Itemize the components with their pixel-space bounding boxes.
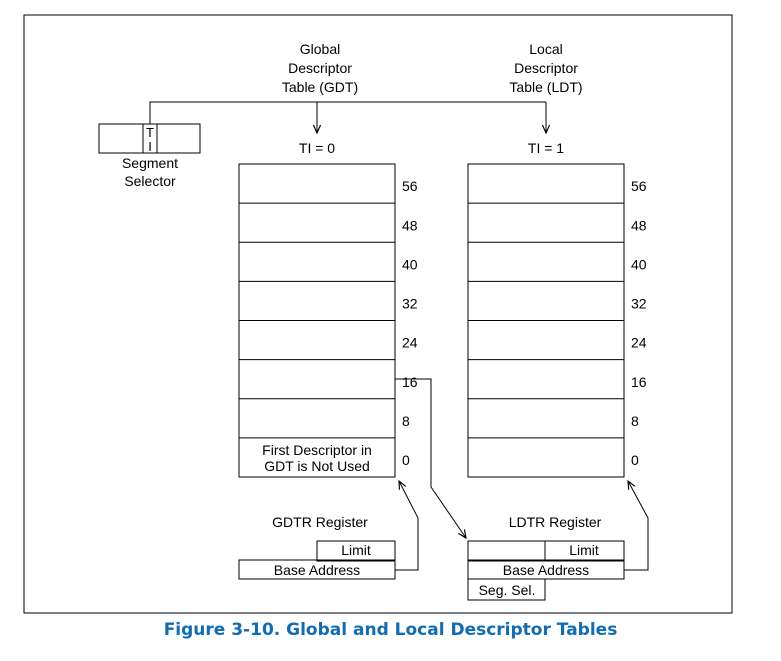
- ldt-offset-label: 8: [631, 413, 639, 429]
- segment-selector-box: T I: [98, 123, 201, 154]
- gdtr-title: GDTR Register: [272, 514, 368, 530]
- ti-zero-label: TI = 0: [299, 140, 335, 156]
- svg-text:Descriptor: Descriptor: [514, 60, 578, 76]
- gdt-offset-label: 16: [402, 374, 418, 390]
- svg-text:Local: Local: [529, 41, 562, 57]
- ldt-descriptor-arrow: [395, 378, 466, 538]
- svg-text:First Descriptor in: First Descriptor in: [262, 442, 372, 458]
- ldt-offset-label: 24: [631, 335, 647, 351]
- ldtr-base-label: Base Address: [503, 562, 589, 578]
- ldt-offset-label: 56: [631, 178, 647, 194]
- svg-text:Table (LDT): Table (LDT): [509, 79, 582, 95]
- svg-text:Global: Global: [300, 41, 340, 57]
- figure-frame: [23, 14, 733, 614]
- ldtr-base-arrow: [624, 481, 649, 571]
- svg-text:GDT is Not Used: GDT is Not Used: [264, 458, 370, 474]
- first-descriptor-note: First Descriptor in GDT is Not Used: [262, 442, 372, 474]
- ldt-row-dividers: [468, 202, 624, 439]
- svg-text:Descriptor: Descriptor: [288, 60, 352, 76]
- ldt-offset-label: 40: [631, 256, 647, 272]
- ldt-table: 56 48 40 32 24 16 8 0: [467, 163, 647, 478]
- ldt-offset-label: 32: [631, 296, 647, 312]
- ldtr-limit-label: Limit: [569, 542, 599, 558]
- gdt-offset-label: 8: [402, 413, 410, 429]
- ti-one-label: TI = 1: [528, 140, 564, 156]
- selector-connector-line: [149, 101, 546, 124]
- gdt-table: 56 48 40 32 24 16 8 0: [238, 163, 418, 478]
- gdtr-limit-label: Limit: [341, 542, 371, 558]
- ldt-title: Local Descriptor Table (LDT): [509, 41, 582, 95]
- gdt-offset-label: 24: [402, 335, 418, 351]
- ldtr-register: Limit Base Address Seg. Sel.: [467, 540, 625, 601]
- ti-bit-t: T: [146, 125, 154, 140]
- gdt-row-dividers: [239, 202, 395, 439]
- ti-bit-i: I: [148, 139, 152, 154]
- gdt-offset-label: 40: [402, 256, 418, 272]
- segment-selector-label: Segment Selector: [122, 155, 178, 189]
- gdtr-register: Limit Base Address: [238, 540, 396, 580]
- svg-text:Segment: Segment: [122, 155, 178, 171]
- gdt-offset-label: 0: [402, 452, 410, 468]
- ldt-offset-label: 48: [631, 217, 647, 233]
- ldt-offset-label: 0: [631, 452, 639, 468]
- ldtr-title: LDTR Register: [509, 514, 602, 530]
- gdtr-base-label: Base Address: [274, 562, 360, 578]
- gdt-offset-label: 56: [402, 178, 418, 194]
- gdt-offset-label: 32: [402, 296, 418, 312]
- figure-caption: Figure 3-10. Global and Local Descriptor…: [163, 620, 618, 640]
- svg-text:Selector: Selector: [124, 173, 176, 189]
- gdt-title: Global Descriptor Table (GDT): [282, 41, 358, 95]
- gdt-offset-labels: 56 48 40 32 24 16 8 0: [402, 178, 418, 468]
- ldt-offset-label: 16: [631, 374, 647, 390]
- gdt-offset-label: 48: [402, 217, 418, 233]
- gdtr-base-arrow: [395, 481, 419, 571]
- ldtr-seg-sel-label: Seg. Sel.: [479, 582, 536, 598]
- svg-text:Table (GDT): Table (GDT): [282, 79, 358, 95]
- ldt-offset-labels: 56 48 40 32 24 16 8 0: [631, 178, 647, 468]
